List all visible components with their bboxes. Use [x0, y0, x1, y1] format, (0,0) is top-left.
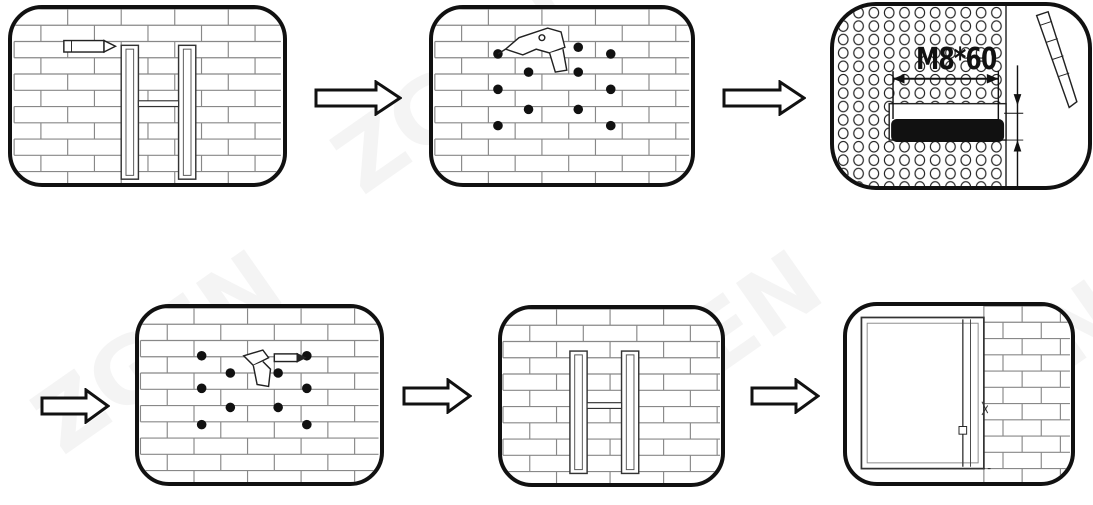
step-3-dimension-panel: M8*60 — [830, 2, 1092, 190]
step-4-anchor-panel — [135, 304, 384, 486]
arrow-right-icon — [722, 80, 806, 116]
wall-cross-section — [835, 6, 1078, 186]
step-6-hang-panel — [843, 302, 1075, 486]
brick-wall-mounted-brackets — [502, 309, 721, 483]
brick-wall-with-brackets — [13, 9, 281, 183]
pencil-icon — [63, 39, 118, 54]
hammer-icon — [242, 349, 307, 388]
brick-wall-drill-holes — [434, 9, 690, 183]
brick-wall-anchors — [139, 308, 379, 482]
arrow-right-icon — [314, 80, 402, 116]
arrow-right-icon — [402, 378, 472, 414]
drill-icon — [497, 27, 568, 73]
arrow-right-icon — [40, 388, 110, 424]
arrow-right-icon — [750, 378, 820, 414]
drill-bit-icon — [1035, 10, 1078, 109]
dimension-label: M8*60 — [916, 42, 997, 77]
mounted-unit-on-wall — [860, 306, 1070, 482]
step-1-mark-panel — [8, 5, 287, 187]
step-2-drill-panel — [429, 5, 695, 187]
step-5-bracket-panel — [498, 305, 725, 487]
